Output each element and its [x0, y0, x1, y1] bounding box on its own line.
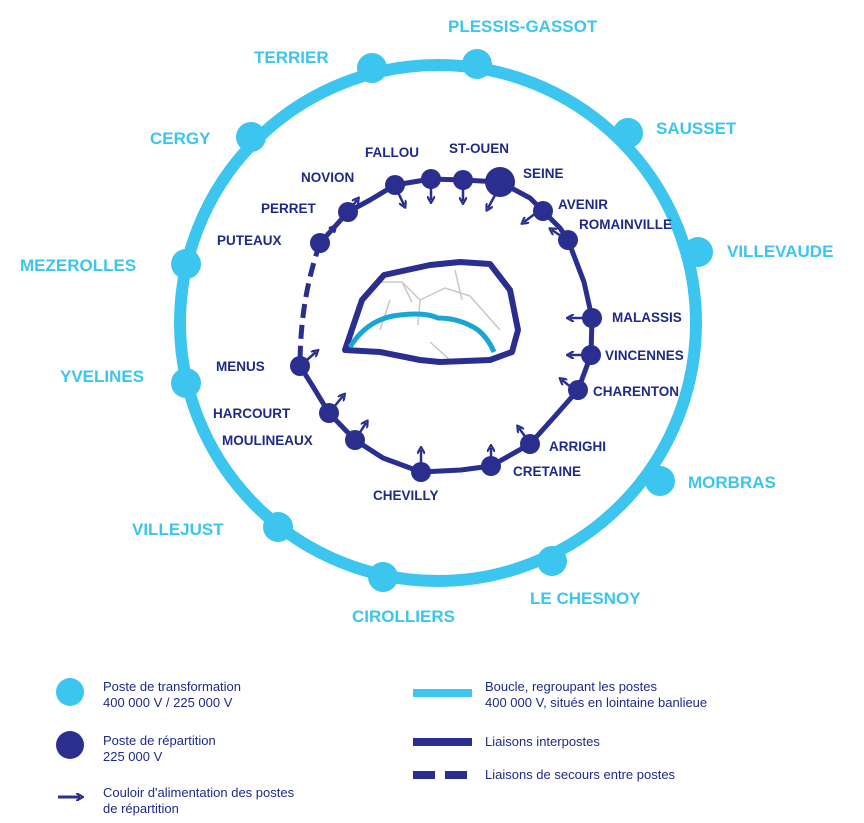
inner-station-puteaux	[310, 233, 330, 253]
inner-station-perret	[338, 202, 358, 222]
inner-station-seine	[485, 167, 515, 197]
label-arrighi: ARRIGHI	[549, 439, 606, 454]
label-yvelines: YVELINES	[60, 367, 144, 386]
inner-station-vincennes	[581, 345, 601, 365]
label-menus: MENUS	[216, 359, 265, 374]
inner-station-fallou	[421, 169, 441, 189]
seine-river	[347, 311, 497, 354]
label-villevaude: VILLEVAUDE	[727, 242, 833, 261]
label-harcourt: HARCOURT	[213, 406, 291, 421]
label-cirolliers: CIROLLIERS	[352, 607, 455, 626]
outer-station-cergy	[236, 122, 266, 152]
outer-station-terrier	[357, 53, 387, 83]
outer-station-le-chesnoy	[537, 546, 567, 576]
inner-station-menus	[290, 356, 310, 376]
legend-couloir-line2: de répartition	[103, 801, 179, 816]
outer-station-morbras	[645, 466, 675, 496]
outer-station-yvelines	[171, 368, 201, 398]
paris-border	[342, 259, 521, 365]
inner-station-arrighi	[520, 434, 540, 454]
legend-repartition-line1: Poste de répartition	[103, 733, 216, 748]
legend-interpostes-label: Liaisons interpostes	[485, 734, 600, 749]
outer-station-villevaude	[683, 237, 713, 267]
label-terrier: TERRIER	[254, 48, 329, 67]
inner-station-novion	[385, 175, 405, 195]
legend-repartition-line2: 225 000 V	[103, 749, 163, 764]
legend-transformation-line1: Poste de transformation	[103, 679, 241, 694]
inner-station-romainville	[558, 230, 578, 250]
label-st-ouen: ST-OUEN	[449, 141, 509, 156]
outer-station-plessis-gassot	[462, 49, 492, 79]
outer-station-mezerolles	[171, 249, 201, 279]
label-villejust: VILLEJUST	[132, 520, 224, 539]
label-charenton: CHARENTON	[593, 384, 679, 399]
legend-transformation-swatch	[56, 678, 84, 706]
label-seine: SEINE	[523, 166, 564, 181]
label-plessis-gassot: PLESSIS-GASSOT	[448, 17, 598, 36]
inner-station-charenton	[568, 380, 588, 400]
paris-map	[342, 259, 521, 365]
label-fallou: FALLOU	[365, 145, 419, 160]
inner-station-malassis	[582, 308, 602, 328]
inner-loop-solid	[297, 176, 595, 475]
label-moulineaux: MOULINEAUX	[222, 433, 313, 448]
inner-labels: FALLOU ST-OUEN SEINE NOVION AVENIR PERRE…	[213, 141, 684, 503]
label-puteaux: PUTEAUX	[217, 233, 282, 248]
legend-repartition-swatch	[56, 731, 84, 759]
outer-station-cirolliers	[368, 562, 398, 592]
label-chevilly: CHEVILLY	[373, 488, 439, 503]
inner-loop-dashed	[297, 242, 323, 367]
label-morbras: MORBRAS	[688, 473, 776, 492]
inner-station-chevilly	[411, 462, 431, 482]
inner-stations	[290, 167, 602, 482]
outer-stations	[171, 49, 713, 592]
label-romainville: ROMAINVILLE	[579, 217, 672, 232]
inner-station-harcourt	[319, 403, 339, 423]
label-avenir: AVENIR	[558, 197, 608, 212]
label-sausset: SAUSSET	[656, 119, 737, 138]
label-malassis: MALASSIS	[612, 310, 682, 325]
legend-transformation-line2: 400 000 V / 225 000 V	[103, 695, 233, 710]
outer-station-sausset	[613, 118, 643, 148]
legend-couloir-line1: Couloir d'alimentation des postes	[103, 785, 295, 800]
inner-station-avenir	[533, 201, 553, 221]
inner-station-st-ouen	[453, 170, 473, 190]
legend-boucle-line1: Boucle, regroupant les postes	[485, 679, 657, 694]
legend-boucle-line2: 400 000 V, situés en lointaine banlieue	[485, 695, 707, 710]
outer-station-villejust	[263, 512, 293, 542]
label-cergy: CERGY	[150, 129, 211, 148]
label-perret: PERRET	[261, 201, 317, 216]
label-novion: NOVION	[301, 170, 354, 185]
outer-labels: PLESSIS-GASSOT TERRIER SAUSSET CERGY VIL…	[20, 17, 833, 626]
legend-secours-label: Liaisons de secours entre postes	[485, 767, 676, 782]
inner-station-cretaine	[481, 456, 501, 476]
inner-station-moulineaux	[345, 430, 365, 450]
legend: Poste de transformation 400 000 V / 225 …	[56, 678, 707, 816]
label-mezerolles: MEZEROLLES	[20, 256, 136, 275]
label-le-chesnoy: LE CHESNOY	[530, 589, 641, 608]
outer-loop	[174, 59, 702, 587]
label-cretaine: CRETAINE	[513, 464, 581, 479]
label-vincennes: VINCENNES	[605, 348, 684, 363]
